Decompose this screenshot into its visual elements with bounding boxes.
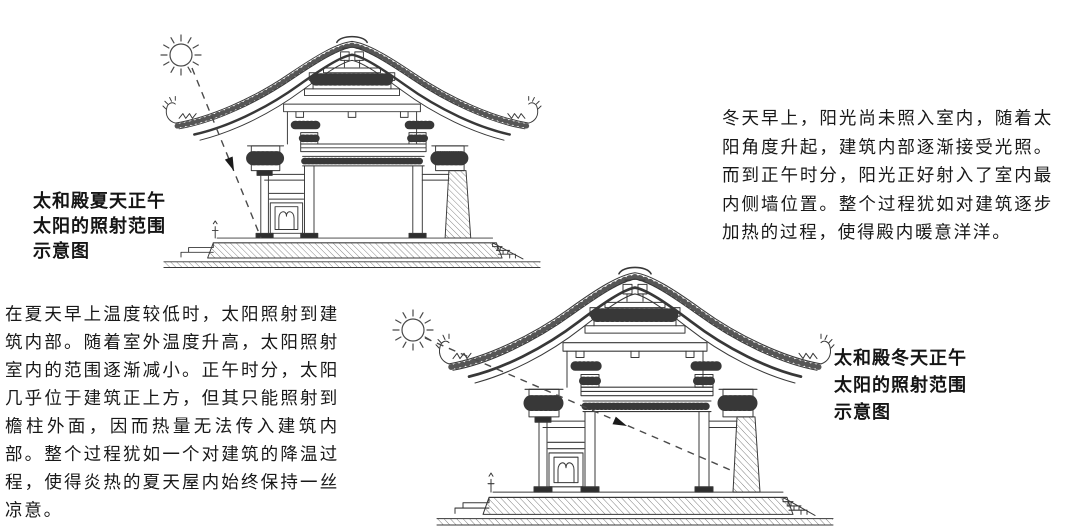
hall-cross-section-drawing (436, 267, 834, 525)
sunray-dashed-line (424, 337, 736, 473)
sunray-arrowhead-icon (224, 156, 234, 171)
sun-icon (160, 34, 202, 76)
summer-caption-line-1: 太和殿夏天正午 (33, 191, 166, 211)
winter-caption-line-1: 太和殿冬天正午 (834, 348, 967, 368)
summer-solar-diagram (150, 24, 542, 294)
winter-description-paragraph: 冬天早上，阳光尚未照入室内，随着太阳角度升起，建筑内部逐渐接受光照。而到正午时分… (722, 108, 1053, 242)
winter-caption-line-3: 示意图 (834, 402, 891, 422)
hall-cross-section-drawing (163, 37, 541, 268)
sun-icon (392, 309, 434, 351)
summer-caption-line-3: 示意图 (33, 241, 90, 261)
sunray-arrowhead-icon (612, 416, 627, 426)
summer-caption-line-2: 太阳的照射范围 (33, 216, 166, 236)
sunray-dashed-line (191, 67, 262, 239)
winter-caption: 太和殿冬天正午 太阳的照射范围 示意图 (834, 345, 967, 426)
winter-caption-line-2: 太阳的照射范围 (834, 375, 967, 395)
winter-solar-diagram (392, 260, 838, 526)
summer-description-paragraph: 在夏天早上温度较低时，太阳照射到建筑内部。随着室外温度升高，太阳照射室内的范围逐… (5, 304, 339, 520)
summer-caption: 太和殿夏天正午 太阳的照射范围 示意图 (33, 189, 166, 264)
